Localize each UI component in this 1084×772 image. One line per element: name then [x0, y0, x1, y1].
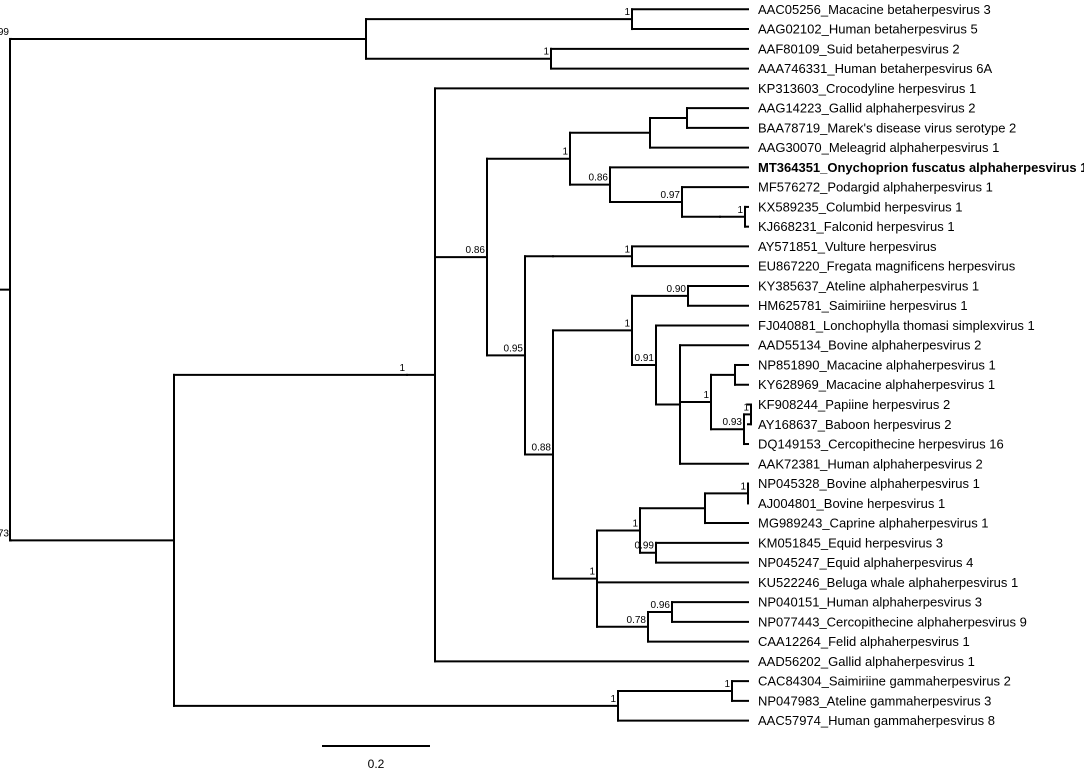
leaf-label-21: AY168637_Baboon herpesvirus 2	[758, 417, 951, 432]
leaf-label-9: MF576272_Podargid alphaherpesvirus 1	[758, 180, 993, 195]
support-value-cercopithecine: 0.93	[723, 417, 743, 428]
support-value-varicellovirus: 1	[589, 567, 595, 578]
leaf-label-13: EU867220_Fregata magnificens herpesvirus	[758, 259, 1016, 274]
support-value-root-alpha-gamma: 0.73	[0, 528, 9, 539]
leaf-label-11: KJ668231_Falconid herpesvirus 1	[758, 219, 955, 234]
support-value-gamma-pair: 1	[724, 679, 730, 690]
leaf-label-5: AAG14223_Gallid alphaherpesvirus 2	[758, 101, 976, 116]
scale-bar: 0.2	[322, 745, 430, 771]
leaf-label-27: KM051845_Equid herpesvirus 3	[758, 535, 943, 550]
support-value-beta-pair1: 1	[624, 7, 630, 18]
leaf-label-29: KU522246_Beluga whale alphaherpesvirus 1	[758, 575, 1018, 590]
leaf-label-26: MG989243_Caprine alphaherpesvirus 1	[758, 516, 989, 531]
leaf-label-30: NP040151_Human alphaherpesvirus 3	[758, 595, 982, 610]
scale-bar-label: 0.2	[368, 757, 385, 771]
leaf-labels: AAC05256_Macacine betaherpesvirus 3 AAG02…	[758, 2, 1084, 728]
leaf-label-25: AJ004801_Bovine herpesvirus 1	[758, 496, 945, 511]
support-value-columbid-falconid: 1	[737, 205, 743, 216]
leaf-label-7: AAG30070_Meleagrid alphaherpesvirus 1	[758, 140, 999, 155]
support-value-vulture-fregata: 1	[624, 244, 630, 255]
leaf-label-35: NP047983_Ateline gammaherpesvirus 3	[758, 693, 991, 708]
support-value-podargid-group: 0.97	[661, 190, 681, 201]
leaf-label-6: BAA78719_Marek's disease virus serotype …	[758, 120, 1016, 135]
leaf-label-14: KY385637_Ateline alphaherpesvirus 1	[758, 278, 979, 293]
support-value-root-beta: 0.99	[0, 27, 9, 38]
support-value-rest-alpha: 0.95	[504, 343, 524, 354]
support-value-beta-pair2: 1	[543, 47, 549, 58]
leaf-label-2: AAF80109_Suid betaherpesvirus 2	[758, 41, 960, 56]
leaf-label-12: AY571851_Vulture herpesvirus	[758, 239, 937, 254]
support-value-papiine-baboon: 1	[743, 402, 749, 413]
leaf-label-8: MT364351_Onychoprion fuscatus alphaherpe…	[758, 160, 1084, 175]
leaf-label-34: CAC84304_Saimiriine gammaherpesvirus 2	[758, 674, 1011, 689]
support-value-ateline-saimiriine: 0.90	[667, 284, 687, 295]
support-value-bird-subclade: 0.86	[589, 173, 609, 184]
leaf-label-20: KF908244_Papiine herpesvirus 2	[758, 397, 950, 412]
support-value-alpha: 1	[399, 363, 405, 374]
support-value-simplex-varicello: 0.88	[532, 443, 552, 454]
leaf-label-0: AAC05256_Macacine betaherpesvirus 3	[758, 2, 991, 17]
leaf-label-16: FJ040881_Lonchophylla thomasi simplexvir…	[758, 318, 1035, 333]
leaf-label-19: KY628969_Macacine alphaherpesvirus 1	[758, 377, 995, 392]
leaf-label-24: NP045328_Bovine alphaherpesvirus 1	[758, 476, 980, 491]
leaf-label-22: DQ149153_Cercopithecine herpesvirus 16	[758, 437, 1004, 452]
support-value-mardivirus: 1	[562, 147, 568, 158]
support-value-bovine-group: 1	[632, 518, 638, 529]
leaf-label-28: NP045247_Equid alphaherpesvirus 4	[758, 555, 973, 570]
support-value-vzv-pair: 0.96	[651, 600, 671, 611]
support-value-gamma: 1	[610, 694, 616, 705]
leaf-label-3: AAA746331_Human betaherpesvirus 6A	[758, 61, 992, 76]
leaf-label-31: NP077443_Cercopithecine alphaherpesvirus…	[758, 614, 1027, 629]
leaf-label-33: AAD56202_Gallid alphaherpesvirus 1	[758, 654, 975, 669]
leaf-label-18: NP851890_Macacine alphaherpesvirus 1	[758, 357, 996, 372]
support-value-mardivirus-group: 0.86	[466, 245, 486, 256]
support-value-varicello-vzv: 0.78	[627, 615, 647, 626]
leaf-label-15: HM625781_Saimiriine herpesvirus 1	[758, 298, 968, 313]
leaf-label-4: KP313603_Crocodyline herpesvirus 1	[758, 81, 976, 96]
leaf-label-17: AAD55134_Bovine alphaherpesvirus 2	[758, 338, 981, 353]
support-value-primate-simplex: 0.91	[635, 353, 655, 364]
leaf-label-36: AAC57974_Human gammaherpesvirus 8	[758, 713, 995, 728]
leaf-label-1: AAG02102_Human betaherpesvirus 5	[758, 22, 978, 37]
support-values: 0.99 1 1 0.73 1 0.86 1 0.86 0.97 1 0.95 1 0.88 1 0.90 0…	[0, 7, 749, 705]
leaf-label-23: AAK72381_Human alphaherpesvirus 2	[758, 456, 983, 471]
tree-branches	[0, 8, 752, 722]
support-value-bovine-pair: 1	[740, 481, 746, 492]
support-value-simplexvirus: 1	[624, 318, 630, 329]
support-value-macacine: 1	[703, 390, 709, 401]
support-value-equid: 0.99	[635, 541, 655, 552]
leaf-label-10: KX589235_Columbid herpesvirus 1	[758, 199, 963, 214]
leaf-label-32: CAA12264_Felid alphaherpesvirus 1	[758, 634, 970, 649]
